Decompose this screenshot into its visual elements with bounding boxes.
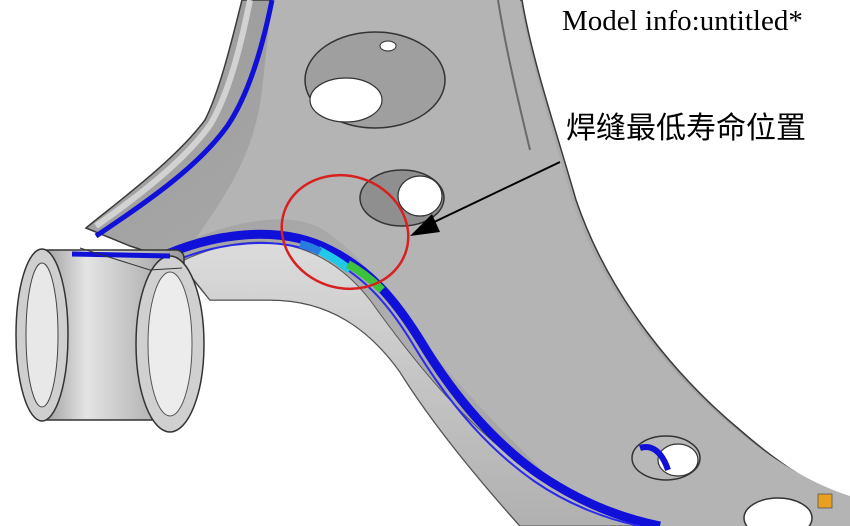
weld-seam-main	[147, 229, 661, 526]
arm-upper-face	[196, 0, 850, 526]
critical-location-marker	[280, 173, 410, 291]
annotation-label: 焊缝最低寿命位置	[566, 111, 806, 146]
hole-lower	[631, 435, 701, 481]
weld-seam-main-inner	[159, 242, 641, 526]
hole-middle	[359, 169, 445, 227]
weld-seam-rib	[94, 0, 275, 239]
fatigue-contour-blue	[299, 240, 323, 256]
rib-edge	[94, 0, 253, 229]
fatigue-contour-green	[346, 260, 385, 293]
hole-top	[304, 31, 446, 129]
bushing	[15, 247, 205, 433]
weld-seam-right	[497, 0, 531, 151]
model-info-label: Model info:untitled*	[562, 5, 803, 37]
annotation-arrow	[410, 161, 561, 236]
hole-bottom	[743, 493, 833, 526]
